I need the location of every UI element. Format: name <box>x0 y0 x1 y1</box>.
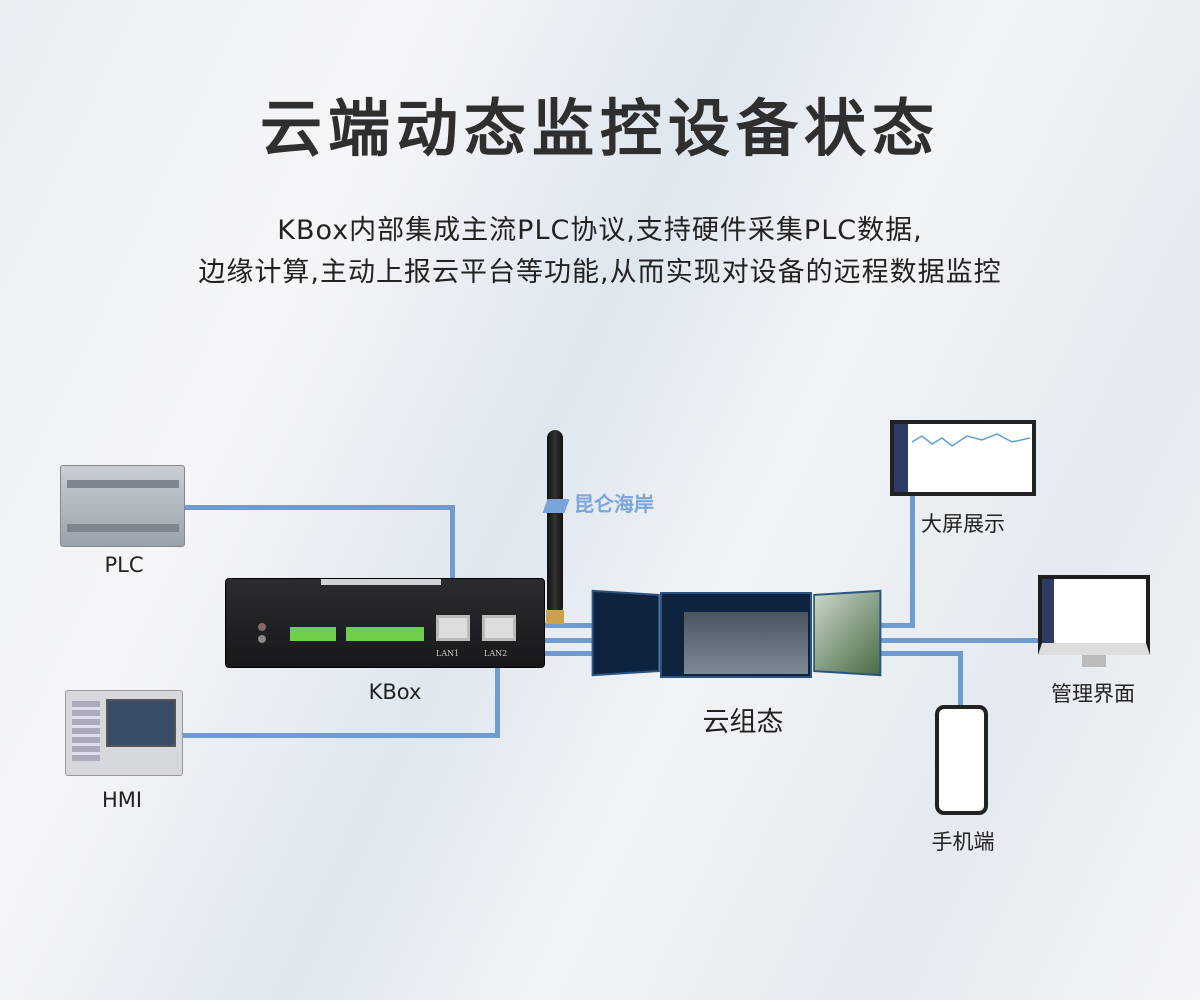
antenna-connector <box>546 610 564 624</box>
kbox-device: LAN1 LAN2 <box>225 578 545 668</box>
rs485-terminal <box>290 627 336 641</box>
lan2-port[interactable] <box>482 615 516 641</box>
bigscreen-monitor <box>890 420 1036 496</box>
hmi-label: HMI <box>102 788 142 812</box>
status-led <box>258 623 266 631</box>
lan1-port[interactable] <box>436 615 470 641</box>
hmi-connector <box>183 733 500 738</box>
brand-logo-text: 昆仑海岸 <box>574 492 654 516</box>
kbox-cloud-link-2 <box>545 638 595 643</box>
cloud-screen-left <box>592 590 660 677</box>
cloud-label: 云组态 <box>703 700 784 739</box>
antenna <box>547 430 563 612</box>
admin-label: 管理界面 <box>1051 678 1135 708</box>
trend-chart <box>912 430 1030 452</box>
mobile-connector-vertical <box>958 651 963 707</box>
page-title: 云端动态监控设备状态 <box>0 78 1200 168</box>
admin-imac <box>1038 575 1150 655</box>
hmi-device-image <box>65 690 183 776</box>
cloud-screen-center <box>660 592 812 678</box>
mobile-phone <box>935 705 988 815</box>
bigscreen-label: 大屏展示 <box>921 508 1005 538</box>
mobile-connector <box>880 651 963 656</box>
admin-connector <box>880 638 1042 643</box>
plc-label: PLC <box>104 553 143 577</box>
kbox-label: KBox <box>369 680 422 704</box>
subtitle-line-2: 边缘计算,主动上报云平台等功能,从而实现对设备的远程数据监控 <box>0 250 1200 289</box>
kbox-cloud-link-3 <box>545 651 595 656</box>
cloud-screen-right <box>813 590 881 677</box>
mobile-label: 手机端 <box>932 826 995 856</box>
relay-terminal <box>346 627 424 641</box>
lan1-label: LAN1 <box>436 649 459 658</box>
imac-stand <box>1082 655 1106 667</box>
plc-device-image <box>60 465 185 547</box>
plc-connector <box>183 505 455 510</box>
bigscreen-connector-vertical <box>910 493 915 628</box>
subtitle-line-1: KBox内部集成主流PLC协议,支持硬件采集PLC数据, <box>0 208 1200 247</box>
lan2-label: LAN2 <box>484 649 507 658</box>
brand-logo: 昆仑海岸 <box>545 488 654 517</box>
status-led <box>258 635 266 643</box>
